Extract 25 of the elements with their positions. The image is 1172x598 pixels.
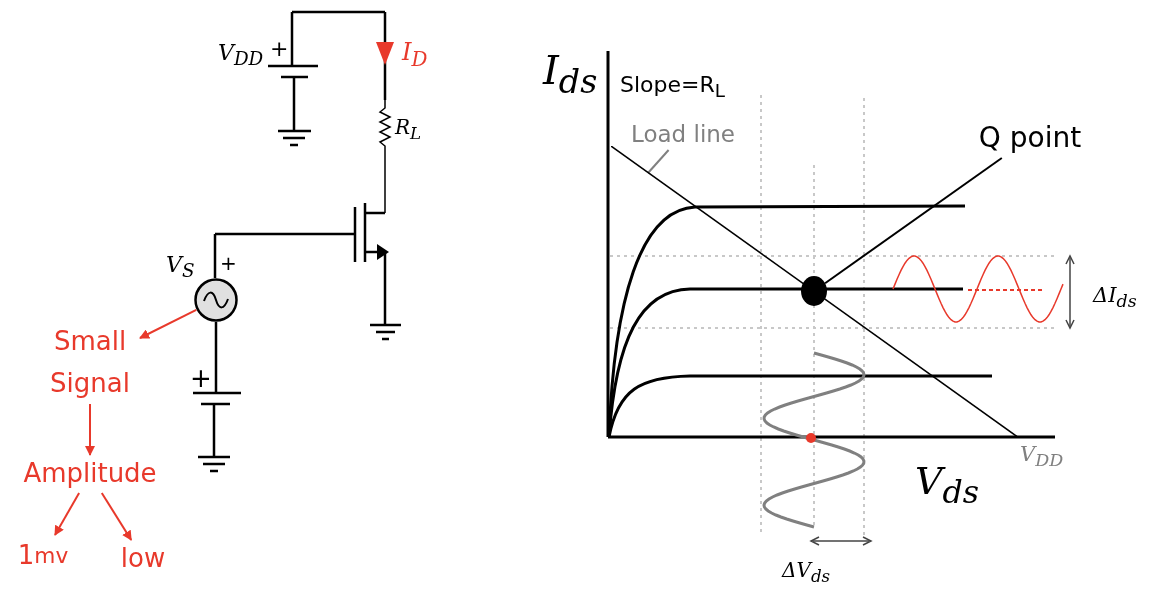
resistor-label: R$_{L}$	[395, 117, 422, 143]
voltage-label: V$_{S}$	[166, 254, 195, 281]
q-point-label: Q point	[968, 118, 1092, 158]
delta-voltage-label: ΔV$_{ds}$	[782, 560, 831, 586]
annotation-text: low	[112, 540, 174, 578]
annotation-text: Small Signal	[40, 322, 140, 404]
load-line-label: Load line	[618, 118, 748, 150]
plus-sign: +	[270, 38, 289, 60]
voltage-label: V$_{DD}$	[1020, 444, 1064, 470]
arrow	[100, 492, 133, 541]
slope-label: Slope=R$_{L}$	[620, 74, 725, 101]
delta-current-label: ΔI$_{ds}$	[1093, 285, 1137, 311]
arrow	[139, 308, 198, 339]
annotation-text: Amplitude	[10, 455, 170, 493]
arrow	[54, 492, 81, 536]
current-label: I$_{D}$	[402, 40, 428, 69]
arrow	[85, 403, 95, 456]
ac-source-symbol	[194, 278, 238, 322]
axis-label: V$_{ds}$	[915, 462, 979, 509]
plus-sign: +	[220, 253, 237, 273]
axis-label: I$_{ds}$	[543, 50, 598, 99]
plus-sign: +	[190, 365, 212, 391]
leader-line	[824, 157, 1003, 285]
leader-line	[647, 149, 670, 174]
voltage-label: V$_{DD}$	[218, 42, 264, 69]
